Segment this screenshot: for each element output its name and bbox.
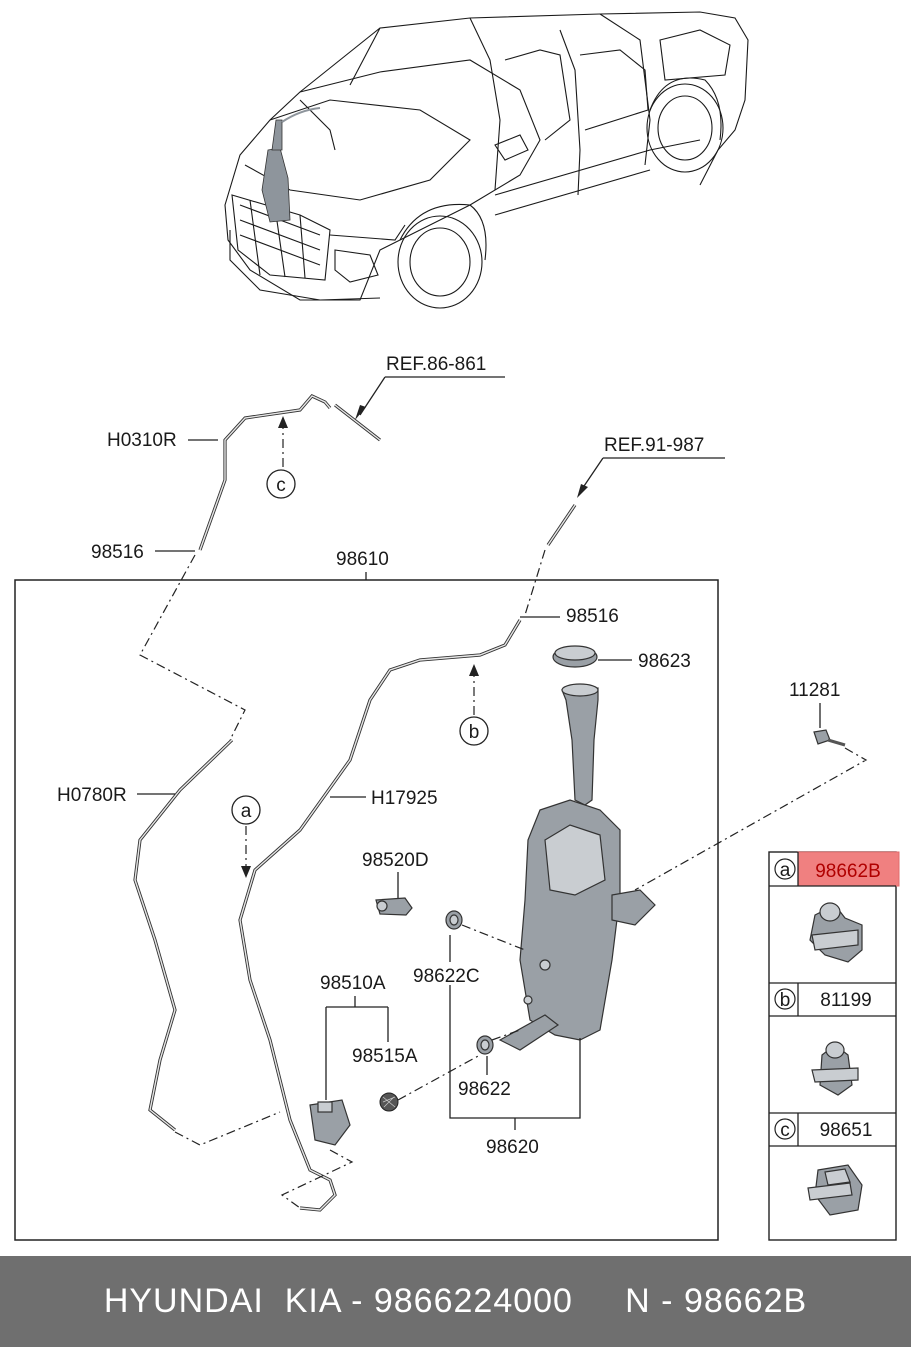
filter-98515a: 98515A (352, 1046, 481, 1112)
parts-diagram: REF.86-861 REF.91-987 c H0310R 98516 986… (14, 11, 900, 1241)
callout-b: b (459, 664, 489, 746)
legend-b-letter: b (780, 990, 791, 1011)
98622c-label: 98622C (413, 966, 480, 987)
legend-a-part: 98662B (815, 861, 881, 882)
98516-right-label: 98516 (566, 606, 619, 627)
callout-b-label: b (469, 722, 480, 743)
bolt-11281: 11281 (634, 680, 868, 891)
clip-98651-image (807, 1164, 863, 1216)
clip-81199-image (811, 1041, 859, 1096)
clip-98662b-image (809, 902, 863, 963)
part-98622: 98622 (458, 1029, 521, 1100)
98622-label: 98622 (458, 1079, 511, 1100)
11281-label: 11281 (789, 680, 840, 701)
footer-text: HYUNDAI KIA - 9866224000 N - 98662B (103, 1282, 808, 1320)
ref-91-987-group: REF.91-987 (577, 435, 725, 498)
footer-banner: HYUNDAI KIA - 9866224000 N - 98662B (0, 1256, 911, 1347)
legend-b-part: 81199 (820, 990, 871, 1011)
98610-label: 98610 (336, 549, 389, 570)
clip-legend-table: a 98662B b 81199 c 98651 (768, 851, 900, 1241)
h0780r-label: H0780R (57, 785, 127, 806)
part-98622c: 98622C (413, 910, 526, 987)
h17925-label: H17925 (371, 788, 438, 809)
callout-c: c (266, 416, 296, 499)
legend-c-letter: c (780, 1120, 790, 1141)
98620-label: 98620 (486, 1137, 539, 1158)
part-98620: 98620 (449, 985, 581, 1158)
98510a-label: 98510A (320, 973, 386, 994)
upper-hoses (139, 394, 577, 741)
ref-91-987-label: REF.91-987 (604, 435, 704, 456)
callout-a: a (231, 795, 261, 878)
part-98520d: 98520D (362, 850, 429, 916)
ref-86-861-label: REF.86-861 (386, 354, 486, 375)
washer-pump: 98510A (309, 973, 389, 1146)
98515a-label: 98515A (352, 1046, 418, 1067)
callout-c-label: c (276, 475, 286, 496)
legend-a-letter: a (780, 860, 791, 881)
reservoir-cap: 98623 (552, 645, 691, 672)
washer-reservoir (498, 683, 656, 1051)
vehicle-illustration (224, 11, 749, 309)
callout-a-label: a (241, 801, 252, 822)
h0310r-label: H0310R (107, 430, 177, 451)
98520d-label: 98520D (362, 850, 429, 871)
legend-c-part: 98651 (820, 1120, 873, 1141)
inner-hoses (133, 619, 522, 1212)
98516-top-label: 98516 (91, 542, 144, 563)
ref-86-861-group: REF.86-861 (355, 354, 505, 420)
98623-label: 98623 (638, 651, 691, 672)
